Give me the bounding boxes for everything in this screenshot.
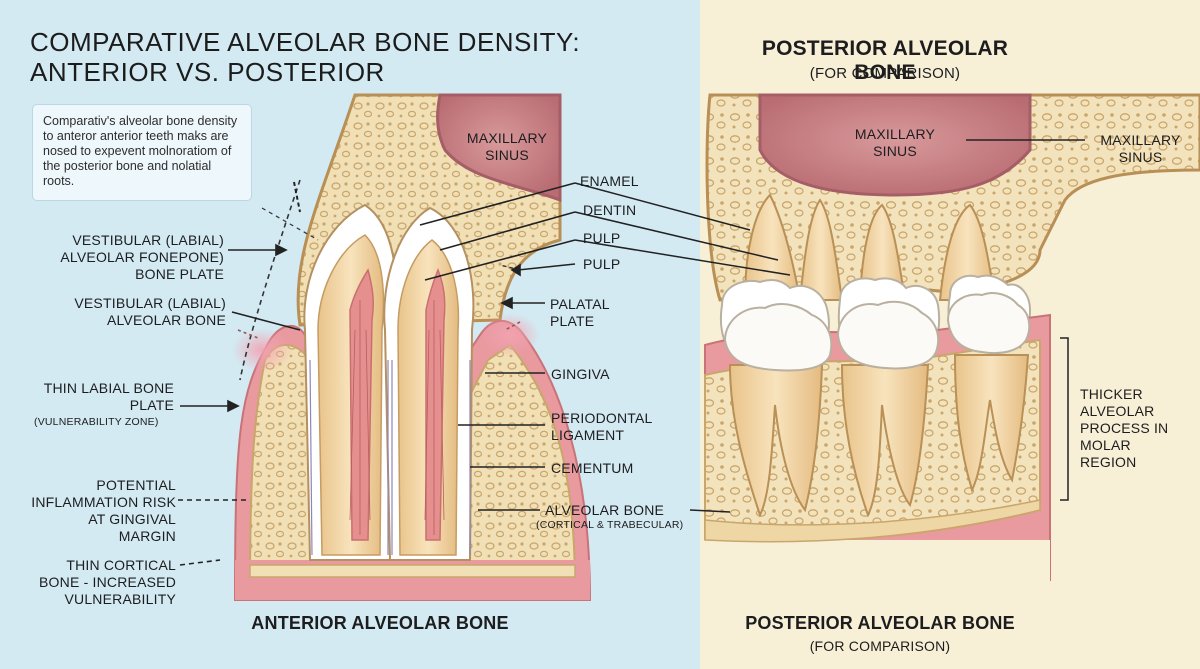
- label-maxillary-sinus-posterior-outer: MAXILLARY SINUS: [1100, 132, 1181, 165]
- label-enamel: ENAMEL: [580, 173, 639, 189]
- label-gingiva: GINGIVA: [551, 366, 610, 382]
- maxillary-sinus-anterior: [436, 93, 562, 203]
- maxillary-sinus-posterior: [758, 93, 1032, 197]
- label-potential-inflammation: POTENTIAL INFLAMMATION RISK AT GINGIVAL …: [31, 477, 176, 544]
- label-maxillary-sinus-posterior-inner: MAXILLARY SINUS: [854, 126, 936, 159]
- footer-anterior: ANTERIOR ALVEOLAR BONE: [251, 613, 509, 633]
- anterior-tooth-2: [383, 206, 475, 561]
- label-alveolar-bone-sub: (CORTICAL & TRABECULAR): [536, 519, 684, 531]
- label-thin-labial-sub: (VULNERABILITY ZONE): [34, 416, 159, 428]
- label-maxillary-sinus-anterior: MAXILLARY SINUS: [466, 130, 548, 163]
- posterior-header-subtitle: (FOR COMPARISON): [809, 65, 961, 82]
- label-pulp-1: PULP: [583, 230, 621, 246]
- anterior-tooth-1: [303, 203, 398, 561]
- label-vestibular-bone: VESTIBULAR (LABIAL) ALVEOLAR BONE: [74, 295, 226, 328]
- label-palatal-plate: PALATAL PLATE: [550, 296, 610, 329]
- title-line-2: ANTERIOR VS. POSTERIOR: [30, 57, 385, 87]
- label-vestibular-plate: VESTIBULAR (LABIAL) ALVEOLAR FONEPONE) B…: [60, 232, 224, 282]
- footer-posterior: POSTERIOR ALVEOLAR BONE: [745, 613, 1015, 633]
- label-thicker-alveolar: THICKER ALVEOLAR PROCESS IN MOLAR REGION: [1080, 386, 1169, 470]
- label-periodontal-ligament: PERIODONTAL LIGAMENT: [551, 410, 652, 443]
- description-note: Comparativ's alveolar bone density to an…: [32, 104, 252, 201]
- label-thin-cortical: THIN CORTICAL BONE - INCREASED VULNERABI…: [39, 557, 176, 607]
- label-pulp-2: PULP: [583, 256, 621, 272]
- lower-molar-roots: [728, 354, 1030, 518]
- label-alveolar-bone: ALVEOLAR BONE: [545, 502, 665, 518]
- page-title: COMPARATIVE ALVEOLAR BONE DENSITY: ANTER…: [30, 27, 580, 87]
- lower-molar-crowns: [723, 292, 1031, 372]
- title-line-1: COMPARATIVE ALVEOLAR BONE DENSITY:: [30, 27, 581, 57]
- label-thin-labial: THIN LABIAL BONE PLATE: [43, 380, 174, 413]
- footer-posterior-sub: (FOR COMPARISON): [809, 638, 951, 654]
- label-cementum: CEMENTUM: [551, 460, 634, 476]
- posterior-header-title: POSTERIOR ALVEOLAR BONE: [761, 37, 1009, 84]
- label-dentin: DENTIN: [583, 202, 637, 218]
